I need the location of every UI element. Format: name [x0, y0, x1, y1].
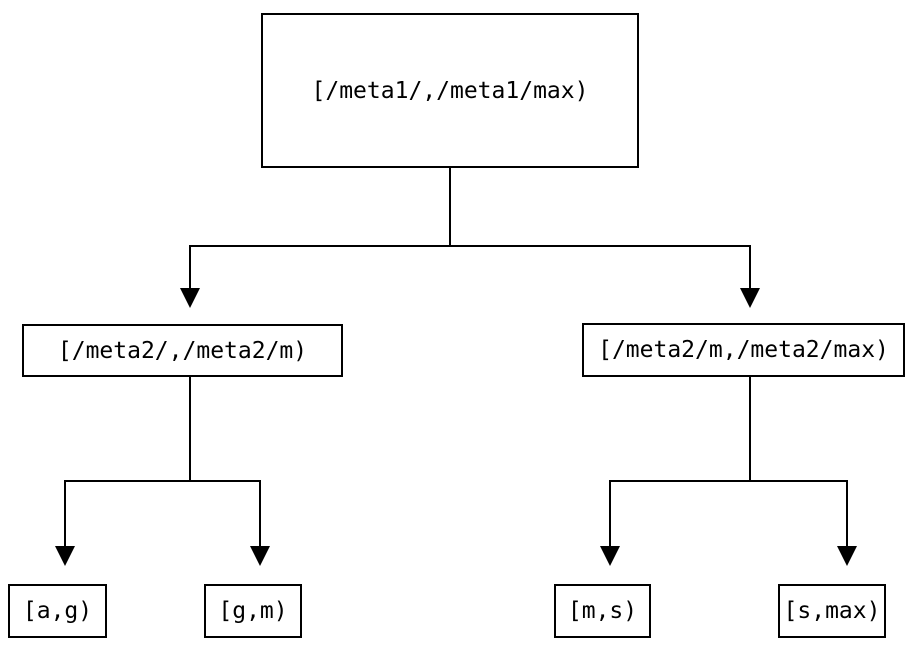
connector-right-stem [749, 377, 751, 481]
node-leaf-a-g-label: [a,g) [22, 598, 93, 624]
node-left-meta2-range: [/meta2/,/meta2/m) [22, 324, 343, 377]
node-leaf-m-s-label: [m,s) [567, 598, 638, 624]
arrowhead-to-right-node-icon [740, 288, 760, 308]
node-leaf-s-max: [s,max) [778, 584, 886, 638]
arrowhead-to-left-node-icon [180, 288, 200, 308]
arrowhead-to-leaf-smax-icon [837, 546, 857, 566]
node-left-meta2-range-label: [/meta2/,/meta2/m) [57, 337, 308, 364]
node-root-range: [/meta1/,/meta1/max) [261, 13, 639, 168]
arrowhead-to-leaf-ag-icon [55, 546, 75, 566]
node-leaf-s-max-label: [s,max) [783, 598, 881, 624]
arrowhead-to-leaf-gm-icon [250, 546, 270, 566]
connector-right-to-leaf-ms-drop [609, 480, 611, 546]
connector-left-to-leaf-gm-drop [259, 480, 261, 546]
connector-left-horizontal [64, 480, 261, 482]
arrowhead-to-leaf-ms-icon [600, 546, 620, 566]
connector-right-to-leaf-smax-drop [846, 480, 848, 546]
node-right-meta2-range-label: [/meta2/m,/meta2/max) [598, 337, 889, 363]
connector-left-stem [189, 377, 191, 481]
node-root-range-label: [/meta1/,/meta1/max) [311, 77, 589, 104]
connector-root-horizontal [189, 245, 751, 247]
connector-left-to-leaf-ag-drop [64, 480, 66, 546]
node-leaf-m-s: [m,s) [554, 584, 651, 638]
node-leaf-a-g: [a,g) [8, 584, 107, 638]
node-right-meta2-range: [/meta2/m,/meta2/max) [582, 323, 905, 377]
node-leaf-g-m: [g,m) [204, 584, 302, 638]
connector-root-stem [449, 168, 451, 246]
node-leaf-g-m-label: [g,m) [218, 598, 288, 624]
connector-root-to-left-drop [189, 245, 191, 289]
connector-root-to-right-drop [749, 245, 751, 289]
connector-right-horizontal [609, 480, 848, 482]
